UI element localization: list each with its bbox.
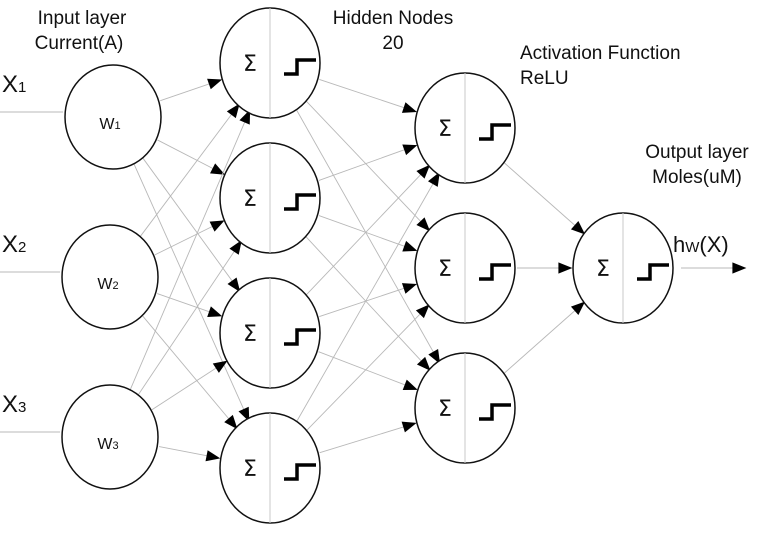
sum-icon: Σ bbox=[438, 397, 452, 422]
nodes: Σ Σ Σ Σ Σ Σ Σ Σ bbox=[61, 7, 674, 524]
w2-main: W bbox=[97, 276, 113, 293]
output-symbol-arg: (X) bbox=[699, 232, 728, 257]
w3-main: W bbox=[97, 436, 113, 453]
connection-h1n3-h2n1 bbox=[305, 164, 431, 296]
output-node: Σ bbox=[572, 212, 674, 324]
step-function-icon bbox=[479, 123, 511, 141]
connection-h1n4-h2n2 bbox=[305, 304, 430, 432]
w1-main: W bbox=[99, 116, 115, 133]
weight-w2-label: W2 bbox=[97, 276, 118, 293]
connection-h1n3-h2n2 bbox=[319, 283, 417, 317]
input-node-3 bbox=[61, 384, 159, 490]
step-function-icon bbox=[284, 463, 316, 481]
connection-h1n1-h2n2 bbox=[305, 100, 431, 232]
w2-sub: 2 bbox=[112, 280, 118, 292]
connection-h1n1-h2n3 bbox=[295, 108, 441, 364]
connection-h1n4-h2n1 bbox=[295, 171, 440, 424]
weight-w1-label: W1 bbox=[99, 116, 120, 133]
hidden2-node-3: Σ bbox=[414, 352, 516, 464]
input-x2-label: X2 bbox=[2, 231, 26, 258]
output-symbol: hW(X) bbox=[673, 232, 729, 257]
output-layer-title: Output layer bbox=[645, 142, 749, 163]
connection-in1-h1n4 bbox=[133, 162, 250, 422]
sum-icon: Σ bbox=[438, 257, 452, 282]
activation-function-name: ReLU bbox=[520, 68, 569, 89]
sum-icon: Σ bbox=[243, 187, 257, 212]
connection-in2-h1n1 bbox=[139, 103, 240, 238]
connections bbox=[0, 78, 747, 462]
hidden2-node-2: Σ bbox=[414, 212, 516, 324]
input-layer-unit: Current(A) bbox=[35, 33, 124, 54]
hidden1-node-1: Σ bbox=[219, 7, 321, 119]
connection-h1n2-h2n1 bbox=[318, 144, 418, 181]
connection-in3-h1n1 bbox=[129, 109, 251, 392]
x3-main: X bbox=[2, 391, 18, 418]
connection-h1n2-h2n3 bbox=[305, 235, 431, 371]
step-function-icon bbox=[284, 58, 316, 76]
sum-icon: Σ bbox=[596, 257, 610, 282]
x2-main: X bbox=[2, 231, 18, 258]
hidden-nodes-title: Hidden Nodes bbox=[333, 8, 453, 29]
connection-in1-h1n3 bbox=[142, 157, 241, 293]
hidden2-node-1: Σ bbox=[414, 72, 516, 184]
weight-w3-label: W3 bbox=[97, 436, 118, 453]
hidden1-node-4: Σ bbox=[219, 412, 321, 524]
connection-h1n2-h2n2 bbox=[318, 215, 418, 252]
hidden1-node-2: Σ bbox=[219, 142, 321, 254]
sum-icon: Σ bbox=[243, 52, 257, 77]
connection-in2-h1n4 bbox=[141, 315, 238, 430]
output-symbol-sub: W bbox=[685, 239, 700, 256]
x2-sub: 2 bbox=[18, 239, 26, 256]
output-symbol-main: h bbox=[673, 232, 685, 257]
input-x3-label: X3 bbox=[2, 391, 26, 418]
connection-h2n1-out bbox=[503, 162, 586, 235]
sum-icon: Σ bbox=[243, 322, 257, 347]
activation-function-title: Activation Function bbox=[520, 43, 681, 64]
input-layer-title: Input layer bbox=[38, 8, 127, 29]
connection-in2-h1n2 bbox=[154, 220, 225, 256]
input-node-2 bbox=[61, 224, 159, 330]
connection-in3-h1n4 bbox=[159, 446, 221, 462]
connection-in1-h1n2 bbox=[157, 139, 226, 175]
hidden1-node-3: Σ bbox=[219, 277, 321, 389]
connection-in3-h1n3 bbox=[151, 360, 228, 411]
connection-in1-h1n1 bbox=[160, 78, 223, 102]
connection-h1n4-h2n3 bbox=[319, 421, 417, 454]
hidden-nodes-count: 20 bbox=[382, 33, 403, 54]
sum-icon: Σ bbox=[243, 457, 257, 482]
x1-main: X bbox=[2, 71, 18, 98]
step-function-icon bbox=[479, 403, 511, 421]
connection-h1n1-h2n1 bbox=[319, 79, 417, 113]
connection-h1n3-h2n3 bbox=[318, 351, 418, 391]
x1-sub: 1 bbox=[18, 79, 26, 96]
step-function-icon bbox=[284, 193, 316, 211]
input-node-1 bbox=[64, 64, 162, 170]
connection-in2-h1n3 bbox=[157, 293, 223, 317]
input-x1-label: X1 bbox=[2, 71, 26, 98]
x3-sub: 3 bbox=[18, 399, 26, 416]
step-function-icon bbox=[284, 328, 316, 346]
w1-sub: 1 bbox=[114, 120, 120, 132]
w3-sub: 3 bbox=[112, 440, 118, 452]
connection-in3-h1n2 bbox=[137, 240, 242, 396]
connection-h2n3-out bbox=[503, 301, 586, 374]
step-function-icon bbox=[479, 263, 511, 281]
step-function-icon bbox=[637, 263, 669, 281]
sum-icon: Σ bbox=[438, 117, 452, 142]
output-layer-unit: Moles(uM) bbox=[652, 167, 742, 188]
